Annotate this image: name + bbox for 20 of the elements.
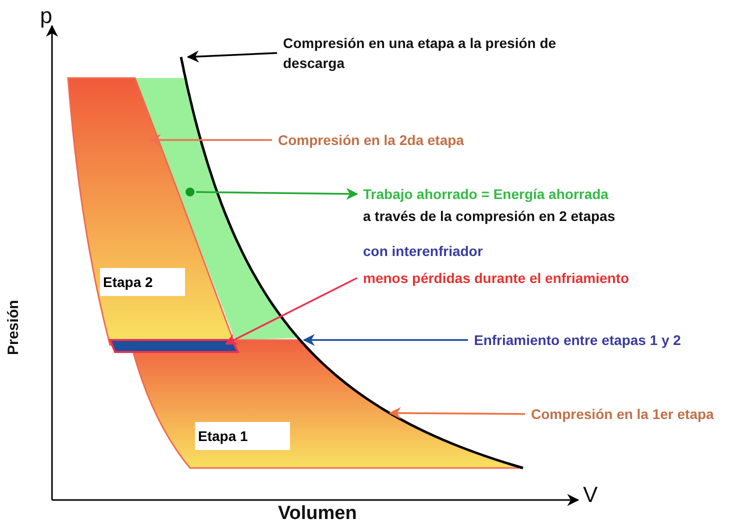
stage-label: Etapa 2 [100,268,185,296]
arrow [302,334,468,346]
annotation-text: a través de la compresión en 2 etapas [363,207,616,226]
annotation-text: Trabajo ahorrado = Energía ahorrada [363,185,610,204]
annotation-text: con interenfriador [363,242,483,261]
arrow [224,277,358,345]
axis-title: Presión [4,300,23,355]
arrow [196,188,358,200]
annotation-text: Compresión en la 1er etapa [531,404,714,424]
stage-label: Etapa 1 [195,422,290,450]
annotation-text: Compresión en la 2da etapa [278,130,464,150]
axis-title: Volumen [278,503,357,524]
annotation-text: Compresión en una etapa a la presión de descarga [283,33,603,73]
axis-label: V [583,483,598,507]
annotation-text: Enfriamiento entre etapas 1 y 2 [474,330,681,350]
arrow [186,50,278,62]
annotation-text: menos pérdidas durante el enfriamiento [363,268,630,288]
axis-label: p [40,4,52,28]
arrow [148,134,272,146]
arrow [388,407,525,420]
